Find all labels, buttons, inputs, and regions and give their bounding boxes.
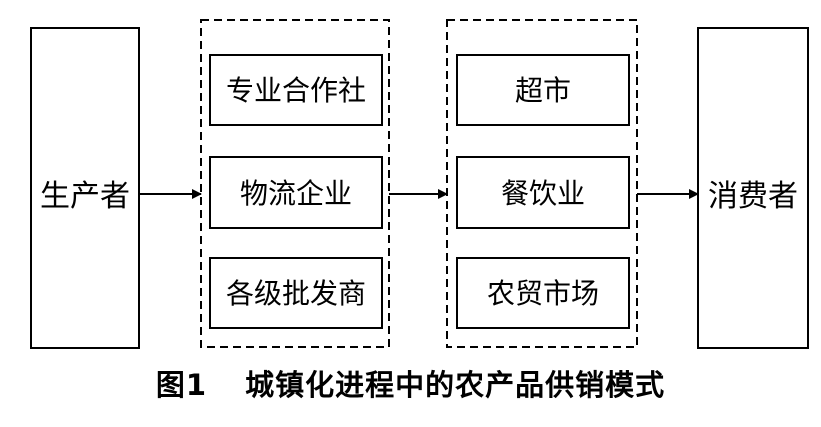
retail-label-2: 餐饮业 bbox=[501, 177, 585, 210]
intermediary-box-3 bbox=[209, 257, 383, 329]
intermediary-label-1: 专业合作社 bbox=[226, 74, 366, 107]
intermediary-group: 专业合作社 物流企业 各级批发商 bbox=[200, 19, 390, 348]
retail-box-3 bbox=[456, 257, 630, 329]
intermediary-box-1 bbox=[209, 54, 383, 126]
intermediary-box-2 bbox=[209, 156, 383, 229]
consumer-node: 消费者 bbox=[697, 27, 809, 349]
producer-label: 生产者 bbox=[40, 179, 130, 214]
intermediary-label-3: 各级批发商 bbox=[226, 277, 366, 310]
intermediary-label-2: 物流企业 bbox=[240, 177, 352, 210]
retail-group: 超市 餐饮业 农贸市场 bbox=[446, 19, 638, 348]
retail-label-3: 农贸市场 bbox=[487, 277, 599, 310]
figure-title: 城镇化进程中的农产品供销模式 bbox=[245, 368, 666, 402]
figure-caption: 图1 城镇化进程中的农产品供销模式 bbox=[0, 362, 821, 404]
consumer-label: 消费者 bbox=[708, 179, 798, 214]
producer-node: 生产者 bbox=[30, 27, 140, 349]
retail-box-2 bbox=[456, 156, 630, 229]
figure-number: 图1 bbox=[155, 368, 208, 402]
retail-box-1 bbox=[456, 54, 630, 126]
retail-label-1: 超市 bbox=[515, 74, 571, 107]
